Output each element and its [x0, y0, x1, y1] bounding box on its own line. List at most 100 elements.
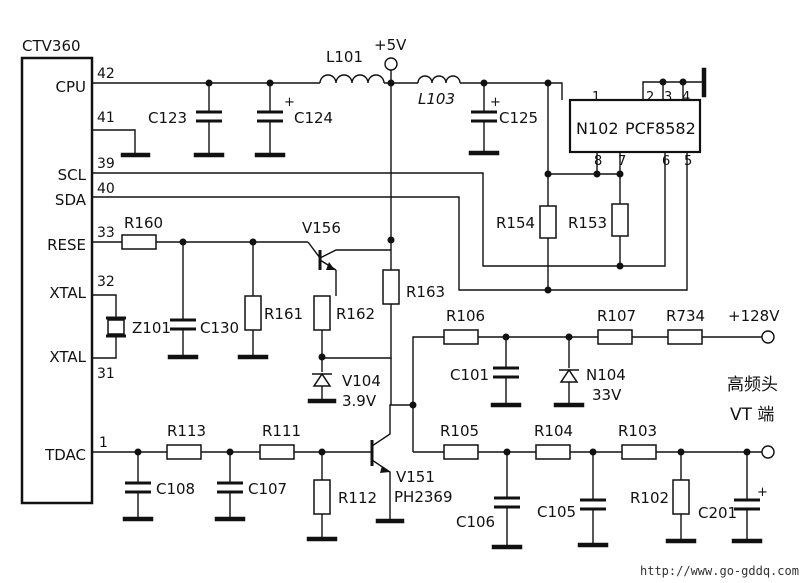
- r113-resistor: [166, 444, 202, 460]
- pin-xtal2-num: 31: [97, 366, 115, 382]
- reset-circuit: R160 C130 R161: [92, 214, 308, 360]
- n102-pin6: 6: [662, 154, 670, 169]
- r734-label: R734: [666, 307, 705, 325]
- i2c-bus: R154 R153: [92, 83, 688, 291]
- l101-label: L101: [326, 48, 363, 66]
- n102-pin1: 1: [592, 90, 600, 105]
- pin-cpu-num: 42: [97, 66, 115, 82]
- n102-pin3: 3: [664, 90, 672, 105]
- r106-resistor: [443, 329, 479, 345]
- pin-scl-num: 39: [97, 156, 115, 172]
- r160-label: R160: [124, 214, 163, 232]
- pin-xtal2-name: XTAL: [49, 348, 86, 366]
- ctv360-chip: CTV360 CPU SCL SDA RESE XTAL XTAL TDAC 4…: [20, 37, 115, 505]
- l103-label: L103: [418, 90, 455, 108]
- svg-text:+: +: [757, 485, 768, 500]
- plus5v-label: +5V: [374, 36, 407, 54]
- c107-label: C107: [248, 480, 287, 498]
- r111-resistor: [259, 444, 295, 460]
- n104-value: 33V: [592, 386, 622, 404]
- tuner-terminal: VT 端: [730, 405, 774, 425]
- c125-capacitor: + C125: [468, 83, 538, 156]
- pin-xtal1-name: XTAL: [49, 284, 86, 302]
- n102-pin4: 4: [682, 90, 690, 105]
- pin-sda-name: SDA: [55, 191, 87, 209]
- r104-resistor: [535, 444, 571, 460]
- vt-output: R105 R104 R103 高频头 VT 端 C106 C105 R102: [413, 375, 778, 550]
- v151-part: PH2369: [394, 488, 453, 506]
- c123-capacitor: C123: [148, 83, 225, 158]
- pin-rese-num: 33: [97, 225, 115, 241]
- pin-sda-num: 40: [97, 181, 115, 197]
- r102-label: R102: [630, 489, 669, 507]
- svg-text:+: +: [284, 95, 295, 110]
- junction-dots: [134, 78, 751, 456]
- c106-label: C106: [456, 513, 495, 531]
- z101-label: Z101: [132, 319, 171, 337]
- pin-41-num: 41: [97, 110, 115, 126]
- c130-label: C130: [200, 319, 239, 337]
- pin-tdac-num: 1: [99, 435, 108, 451]
- v151-transistor: V151 PH2369: [370, 358, 453, 524]
- vt-terminal: [761, 445, 775, 459]
- r113-label: R113: [167, 422, 206, 440]
- r102-resistor: [672, 479, 690, 515]
- plus5v-rail: L101 +5V L103: [92, 36, 563, 240]
- pin-xtal1-num: 32: [97, 274, 115, 290]
- pin-cpu-name: CPU: [56, 78, 87, 96]
- c124-label: C124: [294, 109, 333, 127]
- v104-label: V104: [342, 372, 381, 390]
- r160-resistor: [121, 234, 157, 250]
- crystal-z101: Z101: [92, 294, 171, 359]
- r112-resistor: [313, 479, 331, 515]
- plus128v-terminal: [761, 330, 775, 344]
- n102-pin7: 7: [618, 154, 626, 169]
- r103-label: R103: [618, 422, 657, 440]
- svg-text:+: +: [490, 95, 501, 110]
- n102-pin5: 5: [684, 154, 692, 169]
- v151-label: V151: [396, 468, 435, 486]
- pin-tdac-name: TDAC: [44, 446, 86, 464]
- v156-transistor: V156 R162 R163 V104 3.9V: [302, 219, 445, 410]
- n102-part: PCF8582: [625, 119, 696, 138]
- c123-label: C123: [148, 109, 187, 127]
- r111-label: R111: [262, 422, 301, 440]
- r154-label: R154: [496, 214, 535, 232]
- c201-label: C201: [698, 504, 737, 522]
- n102-pin8: 8: [594, 154, 602, 169]
- r104-label: R104: [534, 422, 573, 440]
- r106-label: R106: [446, 307, 485, 325]
- r112-label: R112: [338, 489, 377, 507]
- n102-pin2: 2: [646, 90, 654, 105]
- r162-label: R162: [336, 305, 375, 323]
- r105-label: R105: [440, 422, 479, 440]
- n102-eeprom: N102 PCF8582 1 2 3 4 8 7 6 5: [568, 67, 707, 174]
- plus128v-label: +128V: [728, 307, 780, 325]
- c125-label: C125: [499, 109, 538, 127]
- c124-capacitor: + C124: [254, 83, 333, 158]
- r153-resistor: [611, 203, 629, 237]
- c101-label: C101: [450, 366, 489, 384]
- r161-label: R161: [264, 305, 303, 323]
- r162-resistor: [313, 295, 331, 331]
- c108-label: C108: [156, 480, 195, 498]
- r161-resistor: [244, 295, 262, 331]
- hv-supply: R106 R107 R734 +128V C101 N104 33V: [412, 307, 780, 408]
- r163-resistor: [382, 269, 400, 305]
- r103-resistor: [621, 444, 657, 460]
- watermark: http://www.go-gddq.com: [640, 564, 799, 578]
- pin-scl-name: SCL: [58, 166, 87, 184]
- r105-resistor: [443, 444, 479, 460]
- v104-value: 3.9V: [342, 392, 377, 410]
- c105-label: C105: [537, 503, 576, 521]
- v156-label: V156: [302, 219, 341, 237]
- chip-name: CTV360: [22, 37, 81, 55]
- r734-resistor: [667, 329, 703, 345]
- r107-label: R107: [597, 307, 636, 325]
- r163-label: R163: [406, 283, 445, 301]
- plus5v-terminal: [384, 57, 398, 71]
- tuning-circuit: R113 R111 C108 C107 R112: [92, 422, 377, 542]
- n102-ref: N102: [576, 119, 619, 138]
- r154-resistor: [539, 205, 557, 239]
